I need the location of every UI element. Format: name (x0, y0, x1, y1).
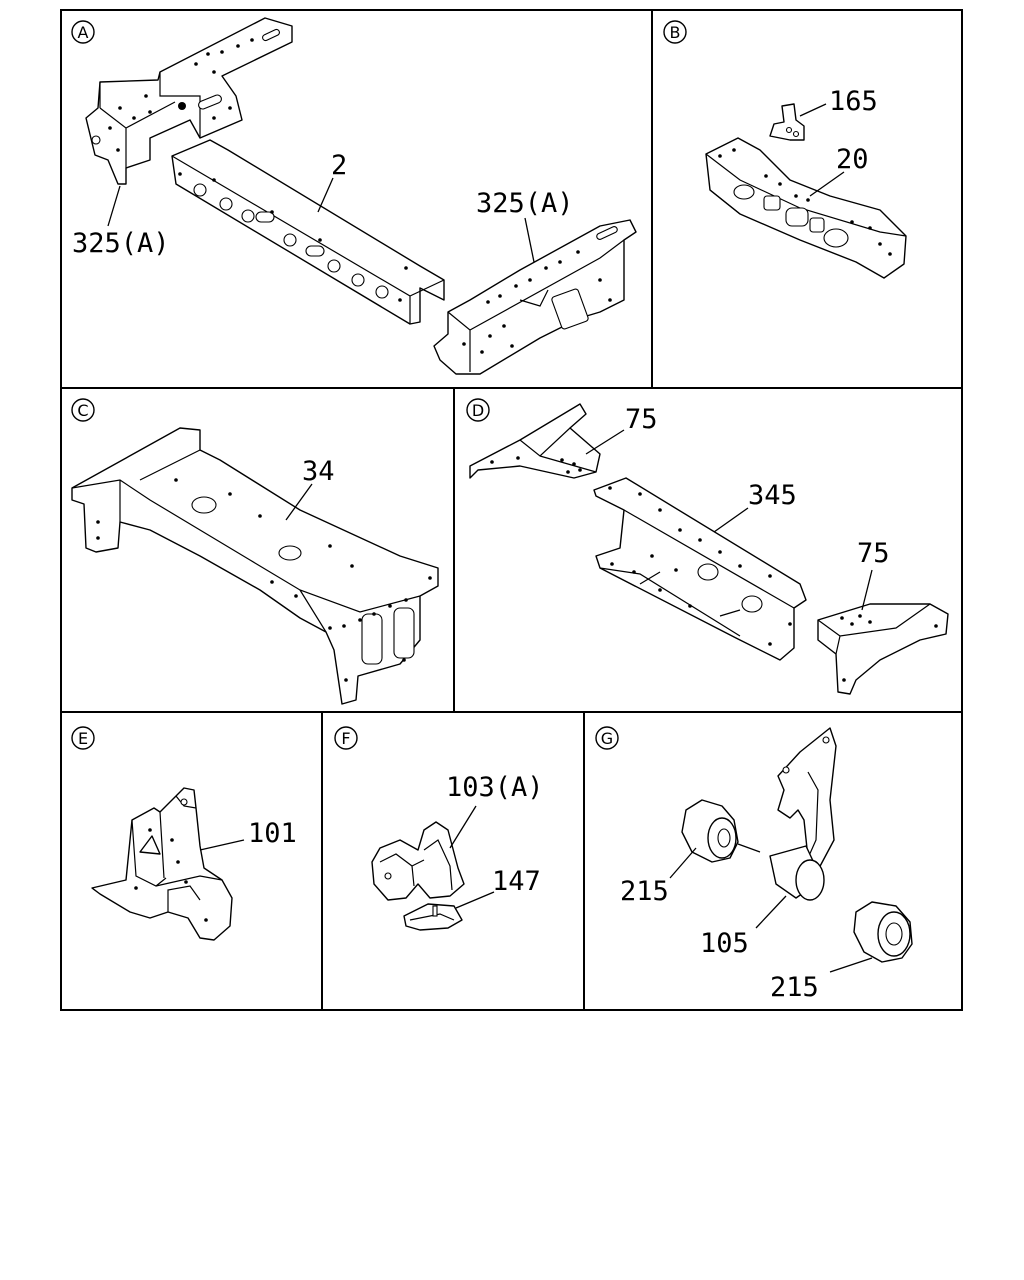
callout-325a-left: 325(A) (72, 228, 170, 259)
bracket-103a (371, 821, 465, 901)
bracket-147 (403, 903, 463, 931)
panel-b-badge: B (663, 20, 687, 44)
callout-325a-right: 325(A) (476, 188, 574, 219)
callout-75-lower: 75 (857, 538, 890, 569)
panel-frames (60, 9, 963, 1011)
cross-member-2 (171, 139, 445, 325)
panel-e-letter: E (78, 729, 88, 748)
bracket-101 (91, 787, 233, 941)
cross-member-34 (71, 427, 439, 705)
callout-34: 34 (302, 456, 335, 487)
panel-b-letter: B (670, 23, 681, 42)
callout-101: 101 (248, 818, 297, 849)
callout-345: 345 (748, 480, 797, 511)
panel-c: C 34 (71, 398, 439, 705)
panel-a-badge: A (71, 20, 95, 44)
bushing-215-right (853, 901, 913, 963)
panel-b: B 165 20 (663, 20, 907, 279)
panel-c-letter: C (77, 401, 88, 420)
panel-f: F 103(A) 147 (334, 726, 544, 931)
panel-e: E 101 (71, 726, 297, 941)
bushing-215-left (681, 799, 761, 863)
callout-165: 165 (829, 86, 878, 117)
panel-e-badge: E (71, 726, 95, 750)
cross-member-345 (593, 477, 807, 661)
bracket-75-lower (817, 603, 949, 695)
callout-215-left: 215 (620, 876, 669, 907)
bracket-165 (769, 103, 805, 141)
callout-20: 20 (836, 144, 869, 175)
panel-g: G 215 105 215 (595, 726, 913, 1003)
callout-75-upper: 75 (625, 404, 658, 435)
panel-d-badge: D (466, 398, 490, 422)
callout-215-right: 215 (770, 972, 819, 1003)
panel-g-badge: G (595, 726, 619, 750)
bracket-325a-right (433, 219, 637, 375)
callout-105: 105 (700, 928, 749, 959)
bracket-325a-left (85, 17, 293, 185)
bracket-75-upper (469, 403, 601, 479)
panel-f-badge: F (334, 726, 358, 750)
callout-103a: 103(A) (446, 772, 544, 803)
panel-g-letter: G (601, 729, 613, 748)
arm-105 (769, 727, 837, 901)
panel-d-letter: D (472, 401, 484, 420)
callout-147: 147 (492, 866, 541, 897)
callout-2: 2 (331, 150, 347, 181)
panel-a: A (71, 17, 637, 375)
panel-a-letter: A (78, 23, 89, 42)
panel-d: D (466, 398, 949, 695)
panel-f-letter: F (341, 729, 350, 748)
panel-c-badge: C (71, 398, 95, 422)
cross-member-20 (705, 137, 907, 279)
